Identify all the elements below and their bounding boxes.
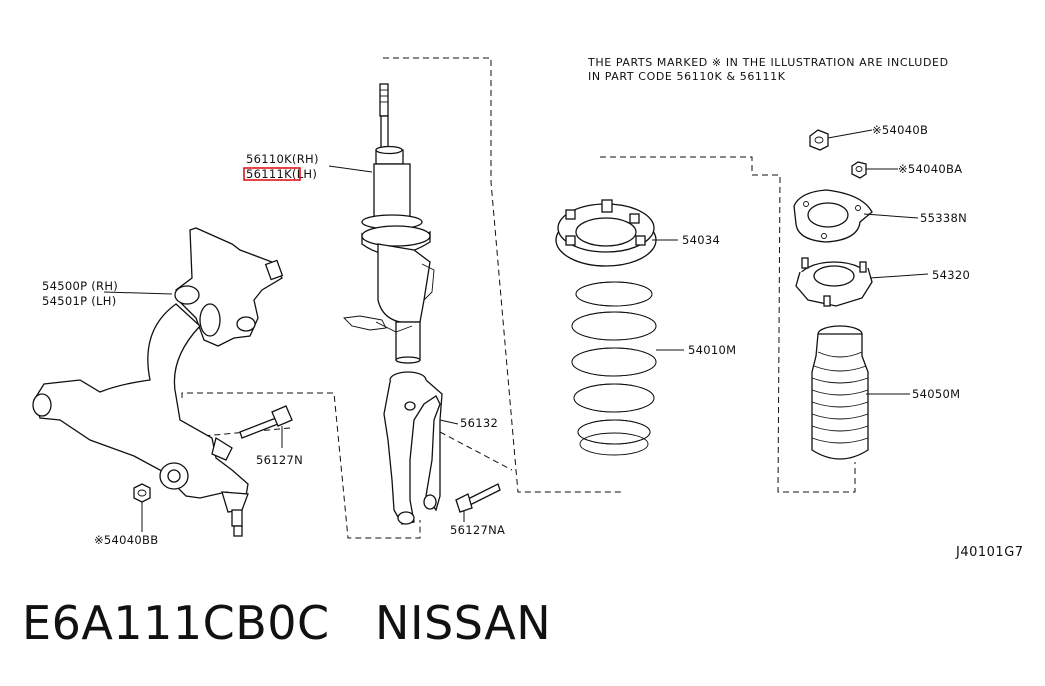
label-fork: 56132 (460, 416, 498, 430)
leader-strut (328, 165, 373, 173)
nut-54040b (809, 129, 829, 151)
label-strut-rh: 56110K(RH) (246, 152, 319, 166)
figure-code: J40101G7 (955, 545, 1024, 560)
label-spring: 54010M (688, 343, 736, 357)
label-boot: 54050M (912, 387, 960, 401)
note-line-2: IN PART CODE 56110K & 56111K (588, 70, 786, 83)
strut-group-outline (383, 57, 622, 493)
strut-assembly (343, 83, 435, 364)
suspension-exploded-diagram: THE PARTS MARKED ※ IN THE ILLUSTRATION A… (32, 56, 1024, 560)
label-strut-lh: 56111K(LH) (246, 167, 317, 181)
leader-knuckle (103, 291, 173, 295)
nut-54040bb (133, 483, 151, 503)
label-bolt-na: 56127NA (450, 523, 505, 537)
highlight-box-strut-lh (243, 167, 301, 181)
label-bolt-n: 56127N (256, 453, 303, 467)
spring-group-outline (600, 156, 856, 493)
label-plate: 55338N (920, 211, 967, 225)
label-nut-ba: ※54040BA (898, 162, 962, 176)
knuckle-and-arm (32, 227, 284, 537)
label-spring-seat: 54034 (682, 233, 720, 247)
label-knuckle-lh: 54501P (LH) (42, 294, 117, 308)
nut-54040ba (851, 161, 867, 179)
bolt-56127na (455, 483, 501, 513)
label-nut-bb: ※54040BB (94, 533, 158, 547)
leader-fork (439, 419, 459, 425)
plate-55338n (793, 189, 873, 243)
bolt-56127n (239, 405, 293, 439)
fork-56132 (383, 371, 443, 525)
leader-plate (863, 213, 919, 219)
label-mount: 54320 (932, 268, 970, 282)
dust-boot-54050m (811, 325, 869, 460)
strut-mount-54320 (795, 257, 873, 307)
leader-nut-b (827, 129, 873, 139)
label-knuckle-rh: 54500P (RH) (42, 279, 118, 293)
spring-seat-54034 (555, 199, 657, 267)
bolt-guide-line (439, 431, 513, 471)
coil-spring-54010m (571, 281, 657, 456)
label-nut-b: ※54040B (872, 123, 928, 137)
note-line-1: THE PARTS MARKED ※ IN THE ILLUSTRATION A… (587, 56, 949, 69)
leader-mount (869, 273, 929, 279)
fork-group-outline (181, 392, 421, 539)
part-caption: E6A111CB0C NISSAN (22, 596, 552, 650)
